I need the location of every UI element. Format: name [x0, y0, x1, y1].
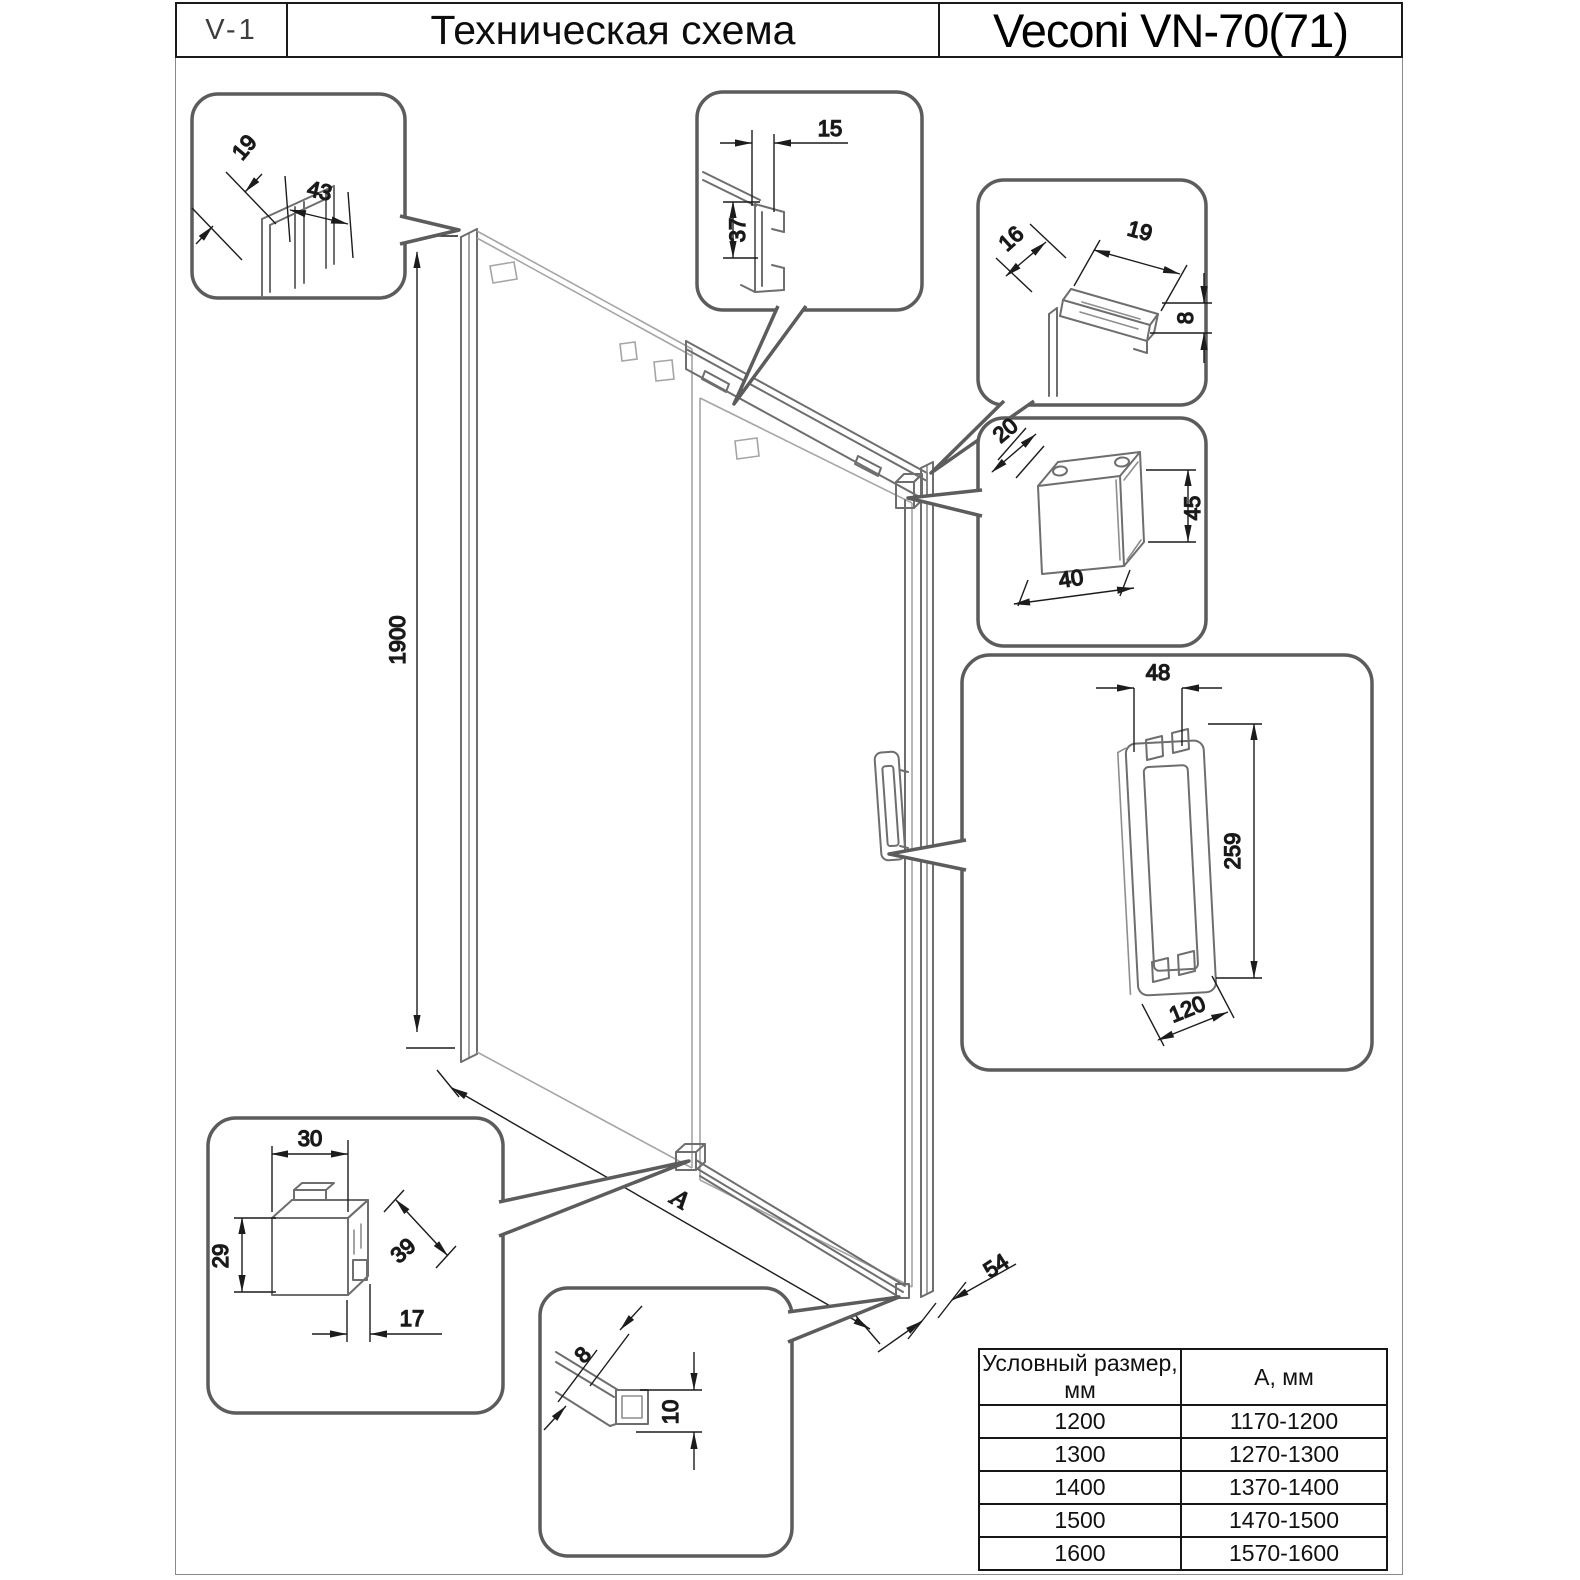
callout-top-rail-profile: 15 37	[695, 90, 924, 406]
callout-rail-bracket: 20 45 40	[906, 412, 1208, 648]
size-cell: 1300	[978, 1437, 1182, 1472]
range-cell: 1370-1400	[1180, 1470, 1388, 1505]
size-cell: 1200	[978, 1404, 1182, 1439]
size-cell: 1500	[978, 1503, 1182, 1538]
callout-bubble	[206, 1116, 505, 1415]
dim-label-30: 30	[298, 1126, 322, 1151]
doc-code: V-1	[175, 2, 288, 58]
dim-label-29: 29	[208, 1244, 233, 1268]
callout-pointer	[498, 1159, 691, 1238]
range-cell: 1170-1200	[1180, 1404, 1388, 1439]
callout-corner-profile: 19 43	[190, 92, 461, 300]
top-rail-profile-drawing	[702, 171, 785, 293]
dim-label-43: 43	[305, 176, 334, 206]
table-row: 1200 1170-1200	[978, 1404, 1388, 1439]
callout-bubble	[976, 416, 1208, 648]
glass-hole	[653, 359, 675, 382]
glass-hole	[489, 261, 518, 284]
dim-label-45: 45	[1180, 496, 1205, 520]
table-row: 1300 1270-1300	[978, 1437, 1388, 1472]
size-cell: 1400	[978, 1470, 1182, 1505]
model-name: Veconi VN-70(71)	[938, 2, 1403, 58]
left-wall-profile	[460, 228, 478, 1063]
dim-label-8: 8	[1173, 312, 1198, 324]
top-rail-profile-dims: 15 37	[720, 115, 848, 259]
wall-profile-drawing	[1048, 288, 1159, 397]
dim-label-48: 48	[1146, 660, 1170, 685]
callout-pointer	[906, 488, 983, 518]
size-cell: 1600	[978, 1536, 1182, 1571]
callout-bubble	[538, 1286, 794, 1558]
bottom-profile-drawing	[555, 1351, 649, 1427]
handle-dims: 48 259 120	[1096, 659, 1262, 1047]
callout-bubble	[190, 92, 407, 300]
range-cell: 1470-1500	[1180, 1503, 1388, 1538]
glass-hole	[734, 437, 760, 460]
table-row: 1500 1470-1500	[978, 1503, 1388, 1538]
dim-height-1900: 1900	[384, 235, 458, 1049]
right-wall-profile	[920, 461, 934, 1298]
callout-bottom-profile: 8 10	[538, 1286, 901, 1558]
rail-bracket-drawing	[1037, 451, 1145, 575]
dim-depth-54: 54	[877, 1248, 1017, 1353]
door-handle	[873, 750, 909, 862]
rail-wall-bracket	[895, 473, 923, 509]
col-header-a: А, мм	[1180, 1348, 1388, 1406]
dim-label-10: 10	[658, 1400, 683, 1424]
dim-label-37: 37	[725, 218, 750, 242]
callout-bubble	[695, 90, 924, 312]
guide-block-drawing	[271, 1182, 369, 1296]
dim-label-259: 259	[1220, 833, 1245, 870]
dim-label-A: A	[665, 1183, 694, 1215]
glass-hole	[619, 341, 638, 362]
table-row: 1600 1570-1600	[978, 1536, 1388, 1571]
size-table: Условный размер, мм А, мм 1200 1170-1200…	[978, 1348, 1388, 1571]
callout-pointer	[887, 838, 967, 872]
col-header-size: Условный размер, мм	[978, 1348, 1182, 1406]
range-cell: 1270-1300	[1180, 1437, 1388, 1472]
dim-label-1900: 1900	[385, 616, 410, 665]
callout-guide-block: 30 29 39 17	[206, 1116, 691, 1415]
table-header-row: Условный размер, мм А, мм	[978, 1348, 1388, 1406]
callout-pointer	[399, 214, 461, 246]
callout-pointer	[732, 304, 808, 406]
table-row: 1400 1370-1400	[978, 1470, 1388, 1505]
dim-label-54: 54	[979, 1249, 1013, 1283]
handle-drawing	[1116, 728, 1217, 997]
bottom-rail	[695, 1159, 910, 1299]
roller-carriage	[701, 370, 730, 393]
roller-carriage	[854, 455, 882, 477]
fixed-glass-panel	[476, 230, 693, 1169]
dim-label-17: 17	[400, 1306, 424, 1331]
page-title: Техническая схема	[286, 2, 940, 58]
dim-label-15: 15	[818, 116, 842, 141]
dim-label-40: 40	[1057, 564, 1085, 592]
top-rail	[685, 340, 928, 502]
callout-handle: 48 259 120	[887, 653, 1374, 1072]
callout-pointer	[787, 1295, 901, 1344]
range-cell: 1570-1600	[1180, 1536, 1388, 1571]
